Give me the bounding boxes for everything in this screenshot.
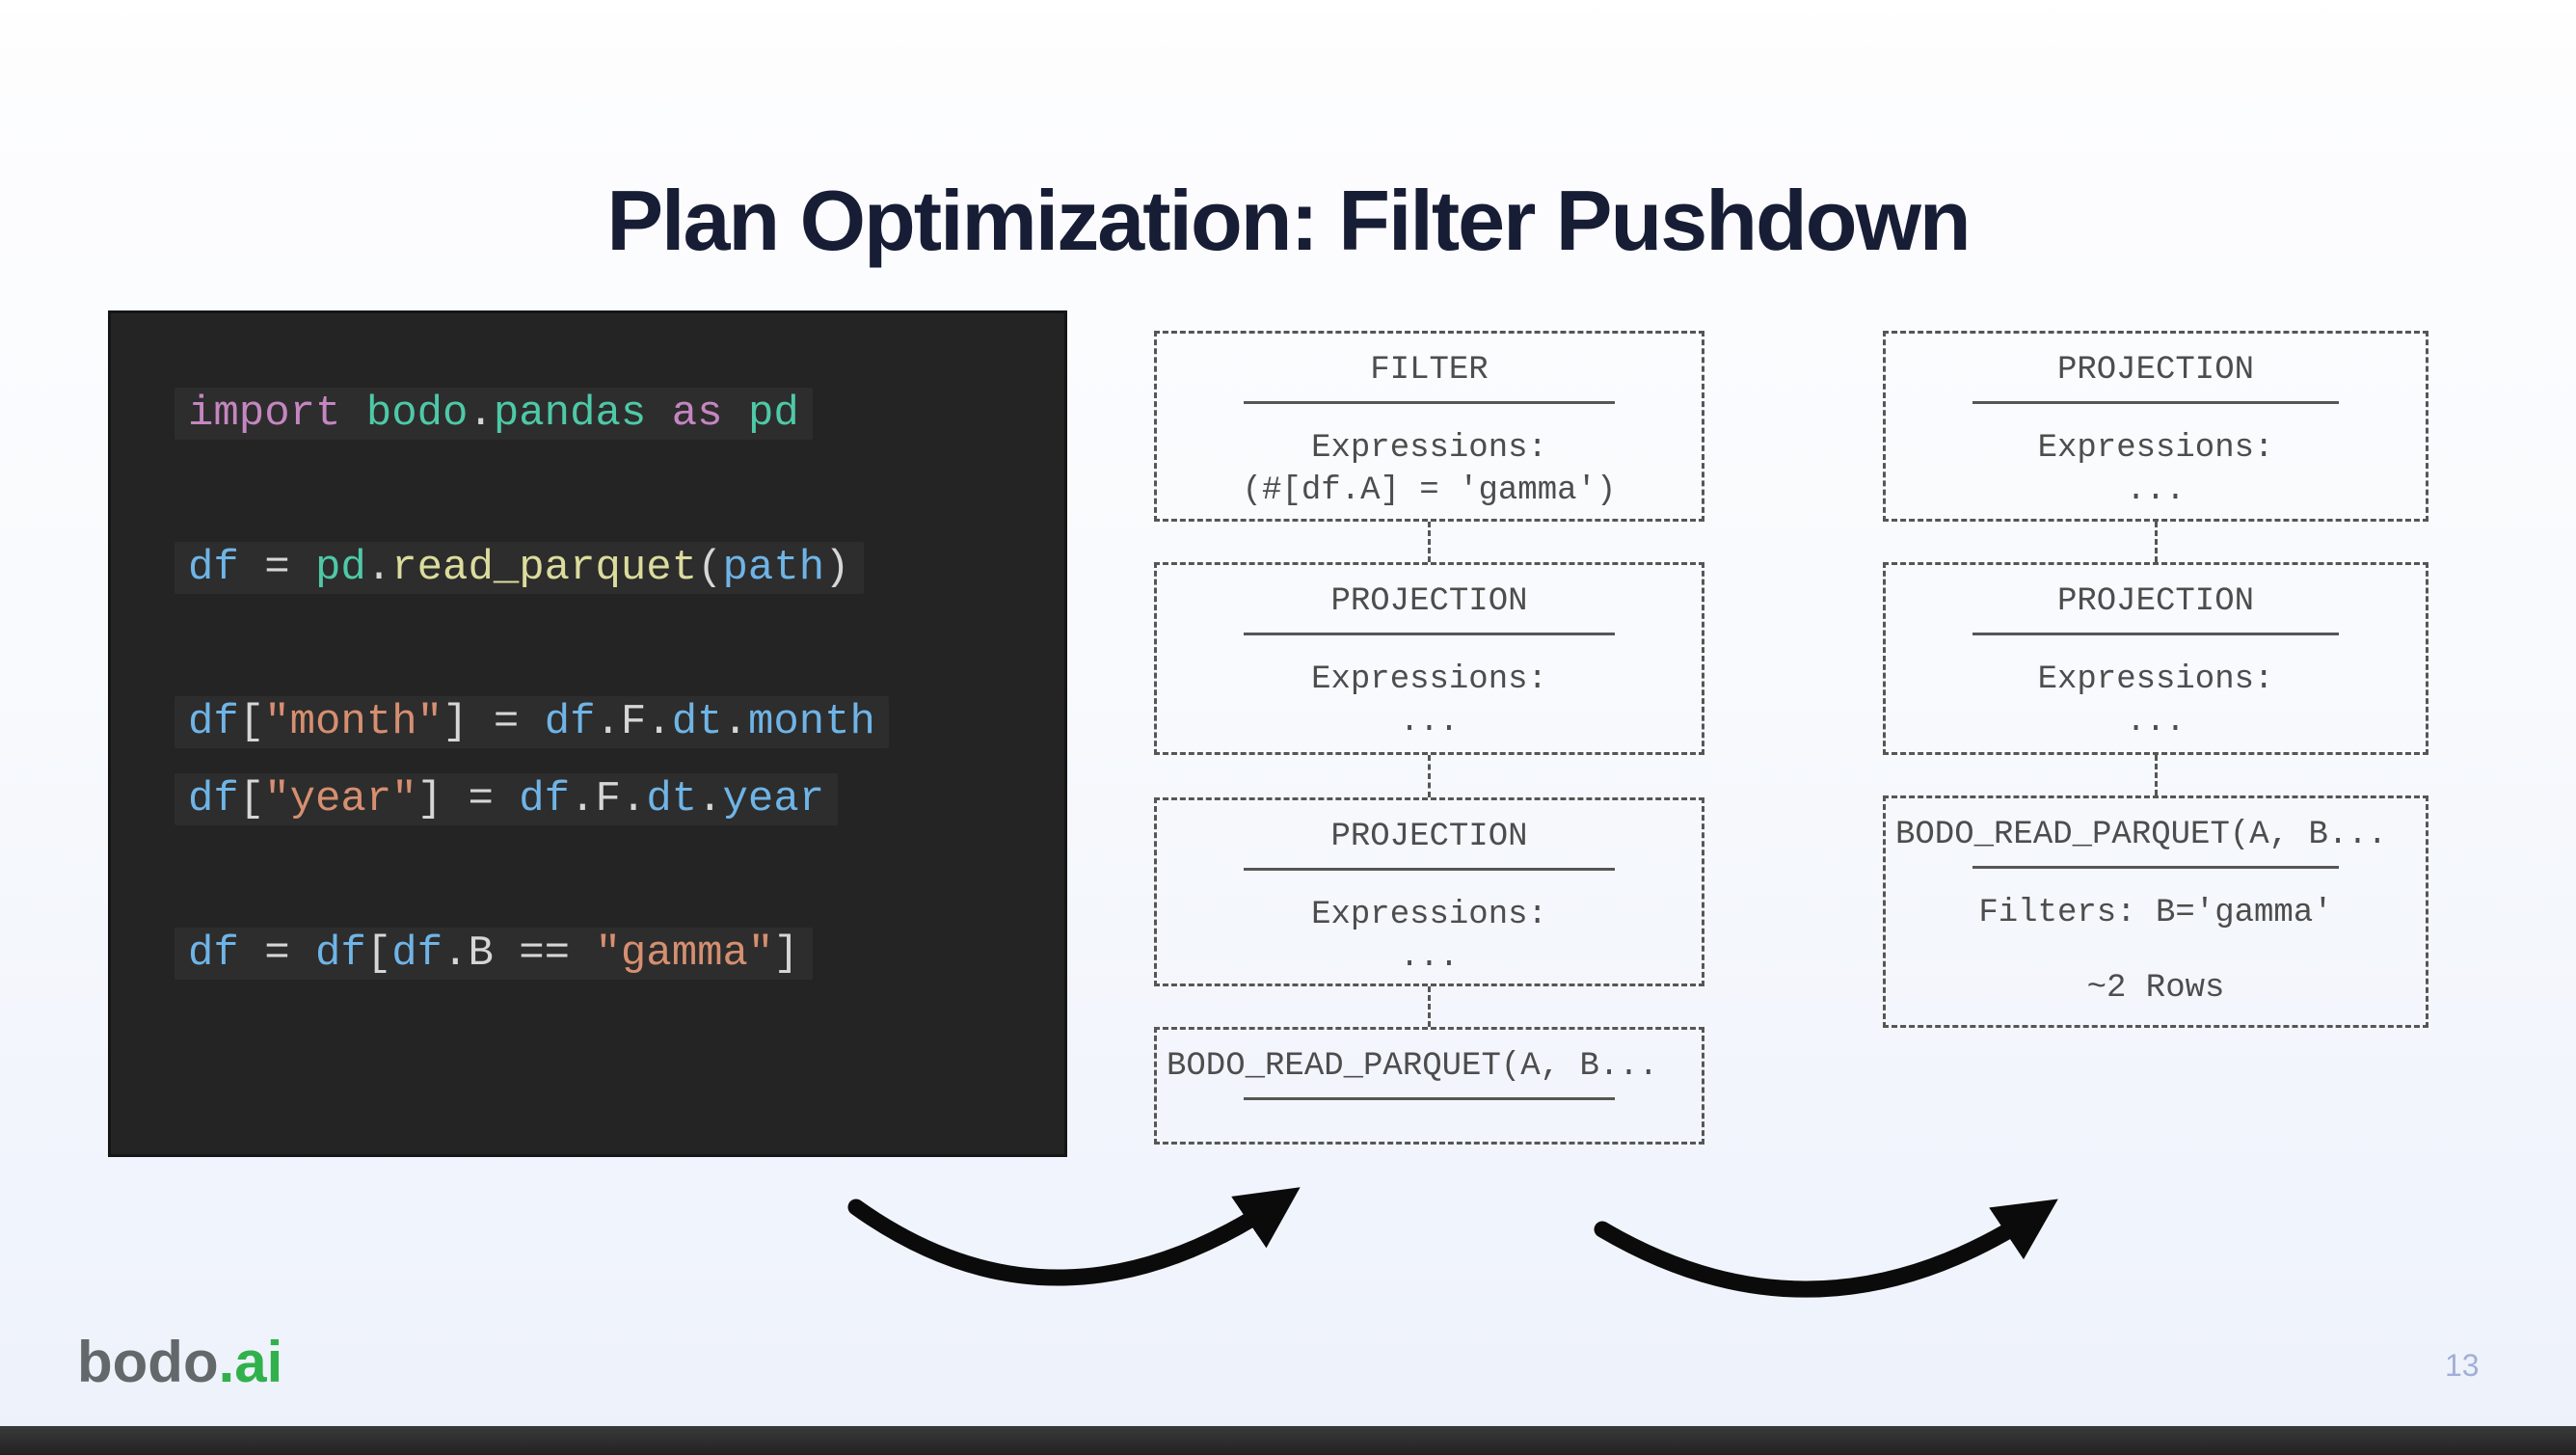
plan-node-line: Expressions: <box>2037 430 2274 467</box>
code-line <box>174 606 1064 684</box>
code-line: df["year"] = df.F.dt.year <box>174 761 1064 838</box>
code-block: import bodo.pandas as pd df = pd.read_par… <box>108 310 1067 1157</box>
page-title: Plan Optimization: Filter Pushdown <box>606 172 1971 268</box>
plan-diagram-before: FILTER Expressions: (#[df.A] = 'gamma') … <box>1154 331 1704 1145</box>
bodo-logo-text: bodo <box>77 1330 219 1394</box>
separator-line <box>1244 633 1615 635</box>
plan-node-title: PROJECTION <box>1330 819 1528 855</box>
plan-node-line: ... <box>1399 939 1460 976</box>
plan-node-projection: PROJECTION Expressions: ... <box>1154 562 1704 755</box>
separator-line <box>1244 1097 1615 1100</box>
code-line: df["month"] = df.F.dt.month <box>174 684 1064 761</box>
code-line <box>174 452 1064 529</box>
plan-node-line: Filters: B='gamma' <box>1978 895 2333 931</box>
bottom-bar <box>0 1426 2576 1455</box>
plan-node-line: ... <box>2126 472 2186 509</box>
plan-node-projection: PROJECTION Expressions: ... <box>1883 331 2428 522</box>
plan-node-line: Expressions: <box>1311 661 1547 698</box>
code-line: df = df[df.B == "gamma"] <box>174 915 1064 992</box>
plan-node-line: ... <box>2126 704 2186 741</box>
plan-node-title: PROJECTION <box>1330 583 1528 620</box>
plan-node-filter: FILTER Expressions: (#[df.A] = 'gamma') <box>1154 331 1704 522</box>
plan-node-title: FILTER <box>1370 352 1489 389</box>
plan-node-title: BODO_READ_PARQUET(A, B... <box>1167 1048 1659 1085</box>
bodo-logo: bodo.ai <box>77 1329 282 1395</box>
separator-line <box>1972 866 2340 869</box>
plan-node-projection: PROJECTION Expressions: ... <box>1154 797 1704 986</box>
plan-node-line: (#[df.A] = 'gamma') <box>1242 472 1617 509</box>
code-line: import bodo.pandas as pd <box>174 375 1064 452</box>
bodo-logo-suffix: .ai <box>218 1330 283 1394</box>
plan-node-line: Expressions: <box>2037 661 2274 698</box>
separator-line <box>1244 868 1615 871</box>
plan-node-read-parquet: BODO_READ_PARQUET(A, B... <box>1154 1027 1704 1145</box>
connector-line <box>2154 522 2158 562</box>
plan-node-title: PROJECTION <box>2056 583 2255 620</box>
plan-node-line: Expressions: <box>1311 897 1547 933</box>
curved-arrow-icon <box>1594 1199 2058 1298</box>
connector-line <box>1428 755 1431 797</box>
code-lines: import bodo.pandas as pd df = pd.read_par… <box>174 375 1064 992</box>
plan-node-title: BODO_READ_PARQUET(A, B... <box>1895 817 2388 853</box>
plan-node-line: ~2 Rows <box>2086 970 2225 1007</box>
curved-arrow-icon <box>847 1187 1301 1286</box>
code-line <box>174 838 1064 915</box>
plan-node-line: ... <box>1399 704 1460 741</box>
plan-node-read-parquet: BODO_READ_PARQUET(A, B... Filters: B='ga… <box>1883 795 2428 1028</box>
separator-line <box>1972 401 2340 404</box>
plan-diagram-after: PROJECTION Expressions: ... PROJECTION E… <box>1883 331 2428 1028</box>
separator-line <box>1972 633 2340 635</box>
connector-line <box>1428 522 1431 562</box>
separator-line <box>1244 401 1615 404</box>
plan-node-line: Expressions: <box>1311 430 1547 467</box>
code-line: df = pd.read_parquet(path) <box>174 529 1064 606</box>
connector-line <box>2154 755 2158 795</box>
plan-node-projection: PROJECTION Expressions: ... <box>1883 562 2428 755</box>
plan-node-title: PROJECTION <box>2056 352 2255 389</box>
connector-line <box>1428 986 1431 1027</box>
page-number: 13 <box>2445 1348 2480 1383</box>
